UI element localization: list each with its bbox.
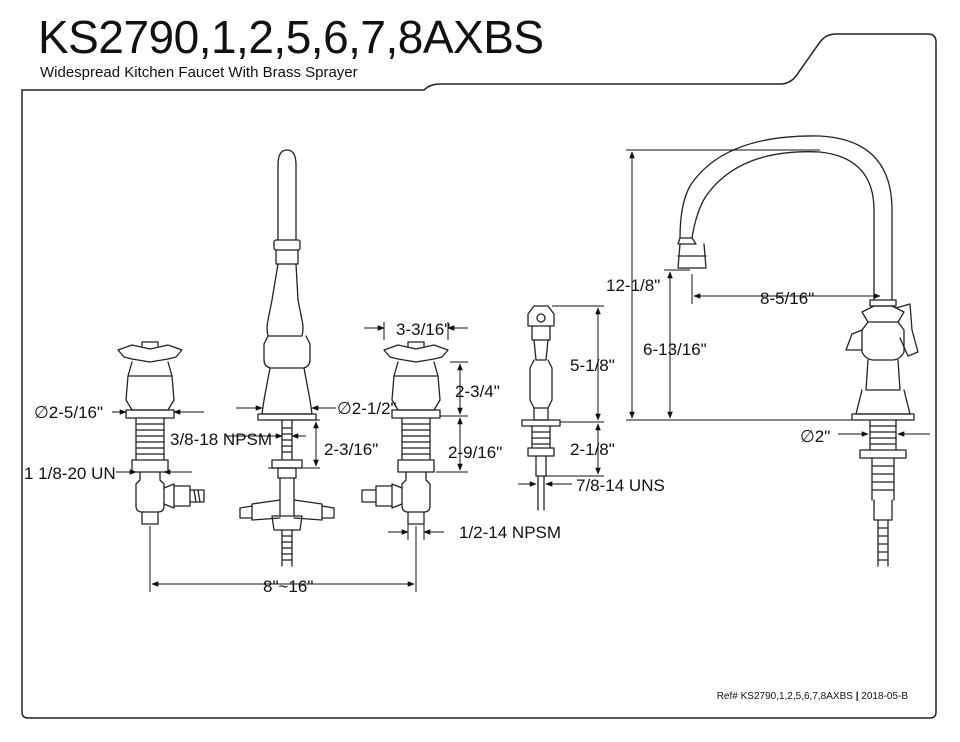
dim-spout-reach: 8-5/16" bbox=[760, 289, 815, 308]
spout-side-view bbox=[239, 149, 335, 567]
faucet-profile-view bbox=[677, 135, 919, 567]
dim-overall-height: 12-1/8" bbox=[606, 276, 661, 295]
dim-handle-width: 3-3/16" bbox=[396, 320, 451, 339]
dim-valve-thread: 1 1/8-20 UN bbox=[24, 464, 116, 483]
dim-spout-base-diameter: ∅2-1/2" bbox=[337, 399, 397, 418]
model-title: KS2790,1,2,5,6,7,8AXBS bbox=[38, 11, 544, 63]
dim-handle-shank: 2-9/16" bbox=[448, 443, 503, 462]
dim-spout-shank-thread: 3/8-18 NPSM bbox=[170, 430, 273, 449]
reference-label: Ref# KS2790,1,2,5,6,7,8AXBS bbox=[716, 691, 853, 702]
dim-inlet-thread: 1/2-14 NPSM bbox=[459, 523, 562, 542]
dim-spout-shank-length: 2-3/16" bbox=[324, 440, 379, 459]
dim-handle-height: 2-3/4" bbox=[455, 382, 500, 401]
dim-spout-outlet-height: 6-13/16" bbox=[643, 340, 707, 359]
model-subtitle: Widespread Kitchen Faucet With Brass Spr… bbox=[40, 64, 358, 81]
dim-sprayer-thread: 7/8-14 UNS bbox=[576, 476, 665, 495]
reference-line: Ref# KS2790,1,2,5,6,7,8AXBS | 2018-05-B bbox=[717, 691, 908, 702]
dim-sprayer-height: 5-1/8" bbox=[570, 356, 615, 375]
sprayer bbox=[521, 305, 561, 511]
right-handle-valve bbox=[361, 341, 449, 525]
reference-date: 2018-05-B bbox=[861, 691, 908, 702]
dim-handle-diameter: ∅2-5/16" bbox=[34, 403, 104, 422]
sheet-border bbox=[21, 33, 937, 719]
dim-sprayer-shank: 2-1/8" bbox=[570, 440, 615, 459]
reference-separator: | bbox=[855, 691, 859, 702]
dim-mount-diameter: ∅2" bbox=[800, 427, 831, 446]
dim-spread: 8"~16" bbox=[263, 577, 314, 596]
